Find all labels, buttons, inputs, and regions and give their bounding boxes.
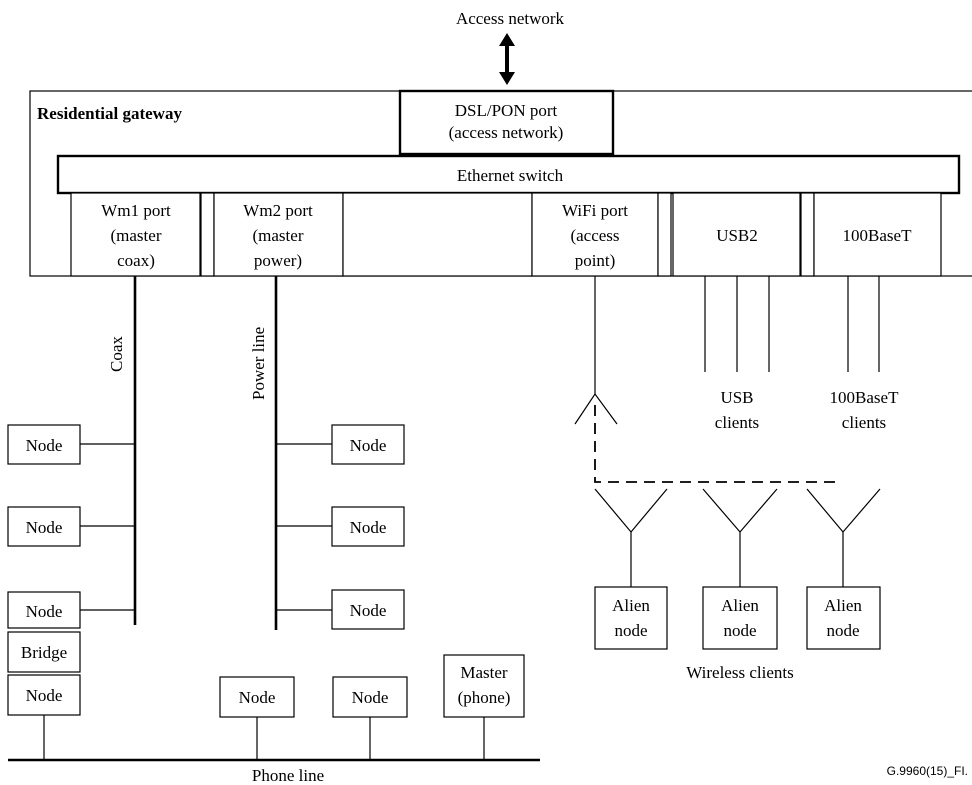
bridge-label: Bridge bbox=[21, 643, 67, 662]
wm2-port-line2: (master bbox=[253, 226, 304, 245]
wm1-port-line3: coax) bbox=[117, 251, 155, 270]
node-label: Node bbox=[350, 601, 387, 620]
wm2-port bbox=[213, 192, 344, 277]
residential-gateway-title: Residential gateway bbox=[37, 104, 182, 123]
alien-node-line1: Alien bbox=[612, 596, 650, 615]
wm2-port-line3: power) bbox=[254, 251, 302, 270]
dsl-port-line2: (access network) bbox=[449, 123, 564, 142]
power-node-3 bbox=[331, 589, 405, 630]
antenna-icon bbox=[806, 488, 881, 533]
wireless-link bbox=[594, 405, 840, 483]
wifi-port-line3: point) bbox=[575, 251, 616, 270]
phone-node-2 bbox=[332, 676, 408, 718]
coax-node-2 bbox=[7, 506, 81, 547]
alien-node-line2: node bbox=[826, 621, 859, 640]
dsl-pon-port bbox=[398, 89, 615, 156]
usb-clients-line2: clients bbox=[715, 413, 759, 432]
alien-node-line1: Alien bbox=[824, 596, 862, 615]
base100-label: 100BaseT bbox=[843, 226, 913, 245]
power-node-1 bbox=[331, 424, 405, 465]
usb2-label: USB2 bbox=[716, 226, 758, 245]
wm2-port-line1: Wm2 port bbox=[243, 201, 313, 220]
node-label: Node bbox=[239, 688, 276, 707]
figure-id: G.9960(15)_FI. bbox=[887, 764, 968, 778]
usb2-port bbox=[672, 192, 801, 277]
antenna-icon bbox=[594, 488, 668, 533]
gateway-ports bbox=[70, 192, 942, 277]
alien-node-line2: node bbox=[723, 621, 756, 640]
base100-clients-line1: 100BaseT bbox=[830, 388, 900, 407]
coax-node-1 bbox=[7, 424, 81, 465]
ethernet-switch-label: Ethernet switch bbox=[457, 166, 564, 185]
phone-line-label: Phone line bbox=[252, 766, 324, 785]
bridge bbox=[7, 631, 81, 673]
phone-node-1 bbox=[219, 676, 295, 718]
coax-node-3 bbox=[7, 591, 81, 629]
base100-clients-line2: clients bbox=[842, 413, 886, 432]
node-label: Node bbox=[352, 688, 389, 707]
wifi-port-line2: (access bbox=[570, 226, 619, 245]
access-network-label: Access network bbox=[456, 9, 565, 28]
alien-node-2 bbox=[702, 586, 778, 650]
master-phone-line1: Master bbox=[460, 663, 508, 682]
access-network-arrow bbox=[499, 33, 515, 85]
access-point-antenna-icon bbox=[574, 392, 618, 425]
alien-node-3 bbox=[806, 586, 881, 650]
wifi-port-line1: WiFi port bbox=[562, 201, 628, 220]
wireless-clients-label: Wireless clients bbox=[686, 663, 793, 682]
coax-label: Coax bbox=[107, 336, 126, 372]
power-line-label: Power line bbox=[249, 327, 268, 400]
node-label: Node bbox=[26, 436, 63, 455]
alien-node-1 bbox=[594, 586, 668, 650]
node-label: Node bbox=[26, 518, 63, 537]
dsl-port-line1: DSL/PON port bbox=[455, 101, 558, 120]
wm1-port-line1: Wm1 port bbox=[101, 201, 171, 220]
power-node-2 bbox=[331, 506, 405, 547]
node-label: Node bbox=[350, 436, 387, 455]
antenna-icon bbox=[702, 488, 778, 533]
wifi-port bbox=[531, 192, 659, 277]
alien-node-line1: Alien bbox=[721, 596, 759, 615]
alien-node-line2: node bbox=[614, 621, 647, 640]
node-label: Node bbox=[26, 602, 63, 621]
base100-port bbox=[813, 192, 942, 277]
wm1-port-line2: (master bbox=[111, 226, 162, 245]
master-phone-line2: (phone) bbox=[458, 688, 511, 707]
usb-clients-line1: USB bbox=[720, 388, 753, 407]
node-label: Node bbox=[350, 518, 387, 537]
wm1-port bbox=[70, 192, 201, 277]
node-label: Node bbox=[26, 686, 63, 705]
master-phone bbox=[443, 654, 525, 718]
